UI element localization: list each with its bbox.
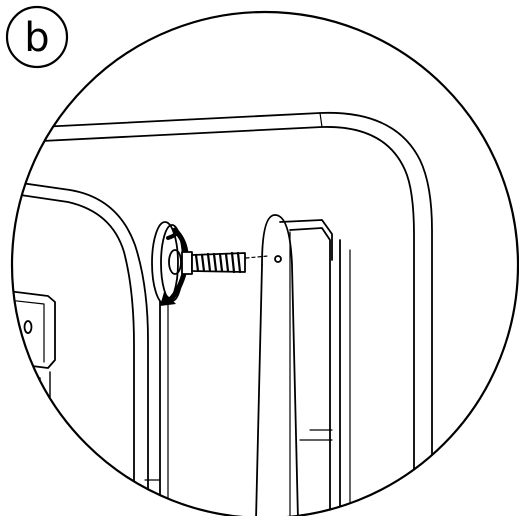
- screw: [181, 251, 269, 275]
- magnifier-outline: [10, 10, 519, 516]
- hinge-bracket: [255, 214, 333, 516]
- step-badge-circle: [5, 5, 69, 69]
- inner-panel: [12, 179, 169, 516]
- lower-frame-lines: [144, 239, 351, 516]
- magnified-detail: [12, 111, 433, 516]
- left-bracket: [12, 289, 56, 516]
- monitor-frame: [19, 111, 433, 516]
- lower-left-arc: [12, 439, 39, 516]
- step-badge-label: b: [24, 15, 49, 61]
- step-badge: b: [5, 5, 69, 69]
